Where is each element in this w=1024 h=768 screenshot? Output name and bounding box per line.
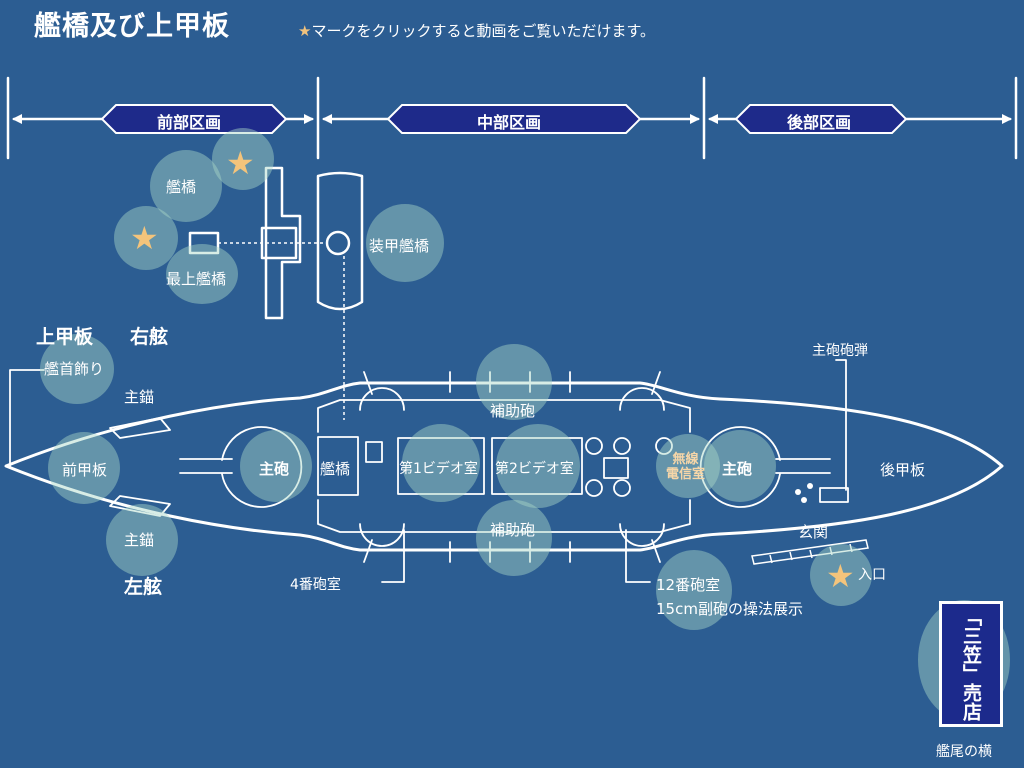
gate-label: 玄関 xyxy=(798,523,829,541)
main-gun-aft-label: 主砲 xyxy=(722,460,753,478)
fore-deck-label: 前甲板 xyxy=(62,461,108,479)
main-shells-label: 主砲砲弾 xyxy=(812,343,868,359)
gun-demo-label: 15cm副砲の操法展示 xyxy=(656,600,803,618)
star-icon[interactable]: ★ xyxy=(226,144,255,182)
anchor-port-hotspot[interactable] xyxy=(106,504,178,576)
aft-deck-label: 後甲板 xyxy=(880,461,926,479)
star-icon: ★ xyxy=(298,22,312,40)
main-gun-aft-hotspot[interactable] xyxy=(704,430,776,502)
casemate-12-hotspot[interactable] xyxy=(656,550,732,630)
secondary-gun-bottom-hotspot[interactable] xyxy=(476,500,552,576)
secondary-gun-top-hotspot[interactable] xyxy=(476,344,552,420)
page-title: 艦橋及び上甲板 xyxy=(34,11,230,42)
radio-room-label-line1: 無線 xyxy=(672,452,699,467)
main-gun-fore-hotspot[interactable] xyxy=(240,430,312,502)
radio-room-hotspot[interactable] xyxy=(656,434,720,498)
secondary-gun-bottom-label: 補助砲 xyxy=(490,521,536,539)
starboard-label: 右舷 xyxy=(130,326,169,348)
upper-deck-label: 上甲板 xyxy=(36,326,94,348)
click-hint-text: マークをクリックすると動画をご覧いただけます。 xyxy=(311,22,655,40)
bow-ornament-hotspot[interactable] xyxy=(40,334,114,404)
top-bridge-label: 最上艦橋 xyxy=(166,270,227,288)
bridge-video-hotspot[interactable] xyxy=(212,128,274,190)
radio-room-label-line2: 電信室 xyxy=(666,467,706,482)
bow-ornament-label: 艦首飾り xyxy=(44,360,105,378)
middle-section-banner xyxy=(386,104,642,134)
front-section-banner xyxy=(100,104,288,134)
top-bridge-video-hotspot[interactable] xyxy=(114,206,178,270)
casemate-4-label: 4番砲室 xyxy=(290,577,341,593)
fore-deck-hotspot[interactable] xyxy=(48,432,120,504)
anchor-top-label: 主錨 xyxy=(124,388,155,406)
bridge-hotspot[interactable] xyxy=(150,150,222,222)
shop-button[interactable]: 「三笠」売店 xyxy=(939,601,1003,727)
rear-section-label: 後部区画 xyxy=(787,113,852,132)
click-hint: ★マークをクリックすると動画をご覧いただけます。 xyxy=(298,20,655,41)
star-icon[interactable]: ★ xyxy=(826,557,855,595)
front-section-label: 前部区画 xyxy=(157,113,222,132)
secondary-gun-top-label: 補助砲 xyxy=(490,402,536,420)
star-icon[interactable]: ★ xyxy=(130,219,159,257)
rear-section-banner xyxy=(734,104,908,134)
port-label: 左舷 xyxy=(124,576,163,598)
main-gun-fore-label: 主砲 xyxy=(259,460,290,478)
entrance-label: 入口 xyxy=(858,567,886,583)
video-room-1-hotspot[interactable] xyxy=(402,424,480,502)
casemate-12-label: 12番砲室 xyxy=(656,576,721,594)
bridge-label: 艦橋 xyxy=(166,178,197,196)
anchor-bottom-label: 主錨 xyxy=(124,531,155,549)
video-room-2-hotspot[interactable] xyxy=(496,424,580,508)
armored-bridge-label: 装甲艦橋 xyxy=(369,237,430,255)
video-room-1-label: 第1ビデオ室 xyxy=(399,461,478,477)
middle-section-label: 中部区画 xyxy=(477,113,542,132)
bridge-center-label: 艦橋 xyxy=(320,460,351,478)
armored-bridge-hotspot[interactable] xyxy=(366,204,444,282)
entrance-video-hotspot[interactable] xyxy=(810,544,872,606)
top-bridge-hotspot[interactable] xyxy=(166,244,238,304)
radio-room-label: 無線 電信室 xyxy=(666,452,705,482)
video-room-2-label: 第2ビデオ室 xyxy=(495,461,574,477)
stern-side-label: 艦尾の横 xyxy=(936,744,992,760)
